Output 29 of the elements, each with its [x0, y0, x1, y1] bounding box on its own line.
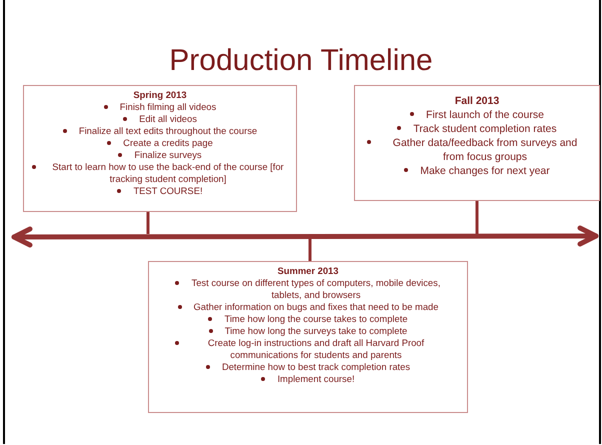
bullet-item: Finalize surveys: [134, 149, 202, 161]
bullet-item: First launch of the course: [426, 108, 544, 122]
bullet-item: Create log-in instructions and draft all Harvard Proof communications for students and parents: [206, 337, 426, 361]
bullet-item: Track student completion rates: [413, 122, 557, 136]
bullet-item: Gather data/feedback from surveys and from focus groups: [392, 136, 578, 164]
bullet-item: Start to learn how to use the back-end of the course [for tracking student completion]: [51, 161, 285, 185]
timeline-bar: [12, 226, 598, 248]
text-box: [148, 261, 468, 413]
bullet-item: Implement course!: [277, 373, 355, 385]
connector-line: [146, 212, 150, 234]
connector-line: [476, 201, 478, 234]
bullet-item: Determine how to best track completion rates: [222, 361, 410, 373]
box-heading: Spring 2013: [133, 89, 187, 101]
bullet-item: Make changes for next year: [420, 164, 550, 178]
box-heading: Fall 2013: [454, 94, 500, 108]
bullet-item: Time how long the course takes to complete: [224, 313, 408, 325]
connector-line: [308, 239, 312, 261]
bullet-item: TEST COURSE!: [133, 185, 203, 197]
bullet-item: Finalize all text edits throughout the course: [78, 125, 258, 137]
bullet-item: Time how long the surveys take to complete: [224, 325, 408, 337]
bullet-item: Edit all videos: [139, 113, 197, 125]
slide-title: Production Timeline: [168, 44, 434, 78]
bullet-item: Create a credits page: [123, 137, 213, 149]
text-box: [23, 85, 297, 212]
bullet-item: Finish filming all videos: [120, 101, 216, 113]
bullet-item: Test course on different types of computers, mobile devices, tablets, and browsers: [191, 277, 441, 301]
text-box: [354, 85, 600, 201]
bullet-item: Gather information on bugs and fixes that need to be made: [194, 301, 438, 313]
box-heading: Summer 2013: [278, 265, 338, 277]
